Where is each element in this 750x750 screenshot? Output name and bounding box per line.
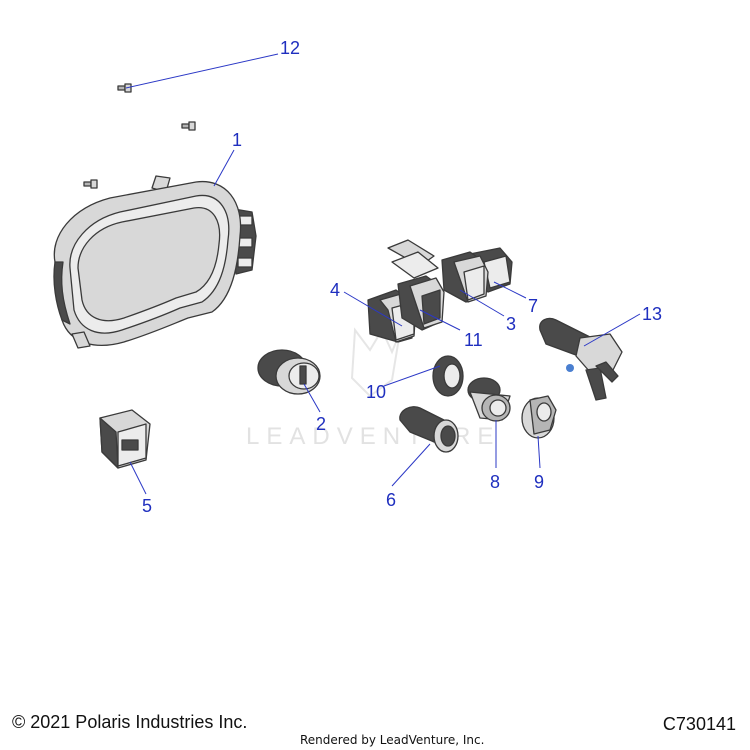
callout-13[interactable]: 13 xyxy=(642,304,662,324)
part-11-rocker-switch[interactable] xyxy=(397,275,445,331)
rendered-by-credit: Rendered by LeadVenture, Inc. xyxy=(300,733,485,747)
part-1-instrument-cluster[interactable] xyxy=(53,175,257,349)
watermark-text: LEADVENTURE xyxy=(246,423,500,450)
leader-11 xyxy=(419,309,461,331)
leader-12 xyxy=(125,53,279,89)
diagram-code: C730141 xyxy=(662,714,736,734)
callout-5[interactable]: 5 xyxy=(142,496,152,516)
part-9-cap[interactable] xyxy=(521,395,557,439)
leader-13 xyxy=(583,313,641,347)
callout-7[interactable]: 7 xyxy=(528,296,538,316)
callout-8[interactable]: 8 xyxy=(490,472,500,492)
part-2-ignition-switch[interactable] xyxy=(257,349,321,395)
part-8-usb-port[interactable] xyxy=(467,377,511,422)
part-5-rocker-switch[interactable] xyxy=(99,409,151,469)
leader-9 xyxy=(537,435,541,469)
leader-10 xyxy=(383,365,441,387)
leader-2 xyxy=(303,383,321,413)
copyright-notice: © 2021 Polaris Industries Inc. xyxy=(12,712,248,732)
callout-12[interactable]: 12 xyxy=(280,38,300,58)
part-6-power-socket[interactable] xyxy=(399,406,459,453)
leader-lines xyxy=(125,53,641,495)
callout-6[interactable]: 6 xyxy=(386,490,396,510)
callout-4[interactable]: 4 xyxy=(330,280,340,300)
leader-4 xyxy=(343,291,403,327)
part-12-screws[interactable] xyxy=(83,83,196,189)
callout-11[interactable]: 11 xyxy=(464,330,483,350)
leader-7 xyxy=(493,281,527,299)
callout-2[interactable]: 2 xyxy=(316,414,326,434)
leader-6 xyxy=(391,443,431,487)
leader-1 xyxy=(213,149,235,187)
leader-5 xyxy=(129,461,147,495)
part-4-rocker-switch[interactable] xyxy=(367,289,417,343)
callout-numbers: 12 1 4 11 3 7 13 2 10 8 9 6 5 xyxy=(142,38,662,516)
callout-1[interactable]: 1 xyxy=(232,130,242,150)
callout-9[interactable]: 9 xyxy=(534,472,544,492)
part-13-key[interactable] xyxy=(539,317,623,401)
part-10-bezel-ring[interactable] xyxy=(432,355,464,397)
part-3-rocker-switch[interactable] xyxy=(441,251,489,303)
callout-10[interactable]: 10 xyxy=(366,382,386,402)
callout-3[interactable]: 3 xyxy=(506,314,516,334)
leader-3 xyxy=(459,289,505,317)
